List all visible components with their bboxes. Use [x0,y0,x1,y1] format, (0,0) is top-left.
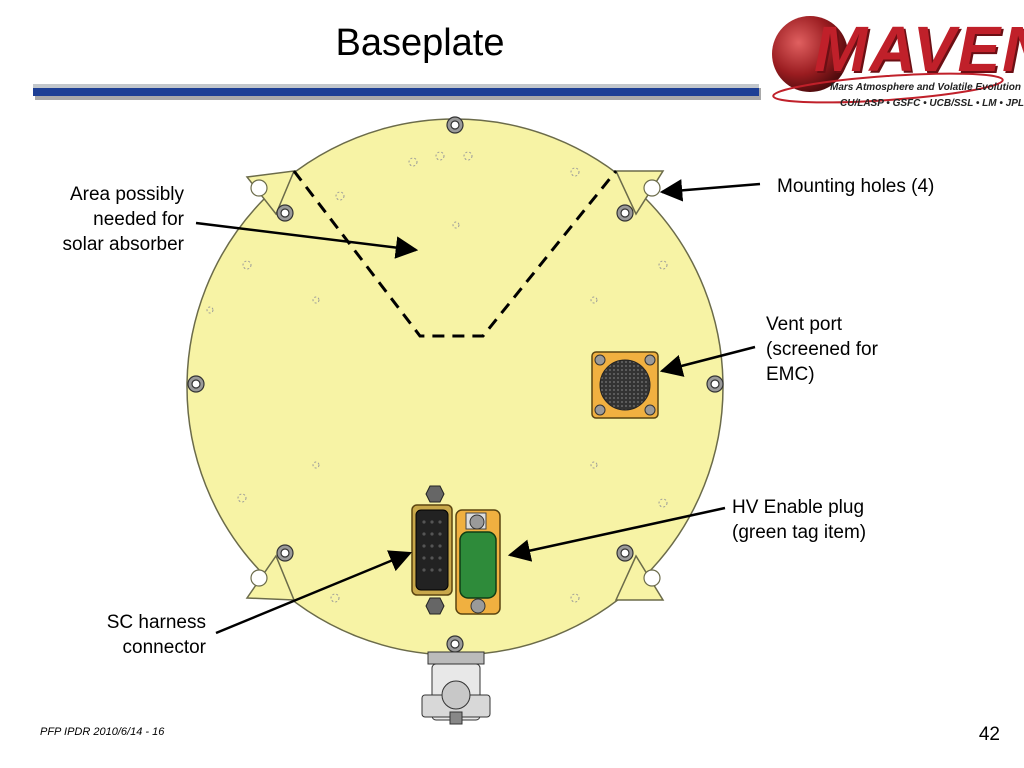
mars-planet-icon [772,16,1004,104]
small-holes [206,151,668,603]
callout-sc-harness-line: SC harness [106,612,206,633]
callout-vent-port: Vent port (screened for EMC) [766,312,878,387]
title-rule [33,84,761,100]
callout-vent-port-line: Vent port [766,314,843,335]
callout-vent-port-line: (screened for [766,339,878,360]
callout-hv-enable-line: (green tag item) [732,522,867,543]
screws [187,116,724,653]
callout-solar-absorber: Area possibly needed for solar absorber [20,182,184,257]
callout-sc-harness-line: connector [122,637,206,658]
callout-mounting-holes-line: Mounting holes (4) [777,176,935,197]
callout-vent-port-line: EMC) [766,364,815,385]
callout-sc-harness: SC harness connector [60,610,206,660]
callout-solar-absorber-line: Area possibly [69,184,184,205]
bottom-bracket [421,651,491,725]
footer-text: PFP IPDR 2010/6/14 - 16 [40,726,165,738]
callout-solar-absorber-line: solar absorber [62,234,184,255]
callout-hv-enable: HV Enable plug (green tag item) [732,495,866,545]
logo-partners: CU/LASP • GSFC • UCB/SSL • LM • JPL [840,98,1024,109]
logo-subtitle: Mars Atmosphere and Volatile Evolution M… [830,82,1024,93]
callout-mounting-holes: Mounting holes (4) [777,174,934,199]
mounting-holes [250,179,661,587]
callout-hv-enable-line: HV Enable plug [732,497,865,518]
callout-arrows [195,179,761,635]
page-number: 42 [978,724,1000,745]
vent-port [591,351,659,419]
callout-solar-absorber-line: needed for [93,209,184,230]
hv-enable-plug [455,509,501,615]
slide-title: Baseplate [335,22,505,64]
maven-logo: MAVEN Mars Atmosphere and Volatile Evolu… [768,10,1024,120]
solar-absorber-outline [292,170,618,338]
logo-wordmark: MAVEN [814,13,1024,85]
sc-harness-connector [411,485,453,615]
